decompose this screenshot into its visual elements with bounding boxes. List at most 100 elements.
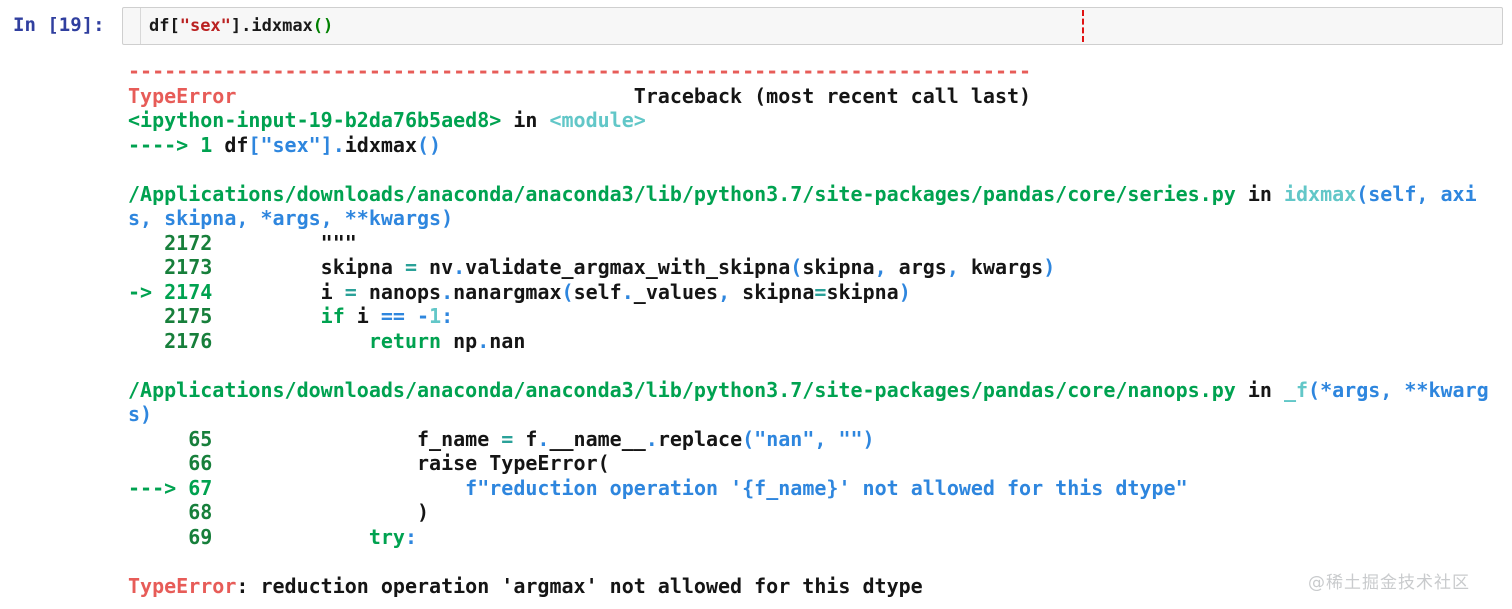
column-ruler-dashed-line [1082, 10, 1084, 42]
traceback-token: -> 2174 [128, 279, 213, 304]
traceback-token: - [417, 304, 430, 328]
traceback-token: nv [417, 255, 454, 279]
blank-line [128, 353, 1489, 378]
traceback-token: if [320, 304, 345, 328]
traceback-token: """ [212, 230, 357, 255]
traceback-token: skipna [826, 279, 899, 304]
traceback-token: __name__ [549, 426, 646, 451]
traceback-token: Traceback (most recent call last) [236, 83, 1032, 108]
traceback-token: i [212, 279, 345, 304]
traceback-token: ----> 1 [128, 132, 225, 157]
traceback-token: 2172 [128, 230, 213, 255]
traceback-token: ( [561, 279, 574, 304]
traceback-token: args [886, 255, 947, 279]
traceback-token [405, 304, 417, 328]
code-line-2172: 2172 """ [128, 231, 1489, 256]
frame-ipython-input: <ipython-input-19-b2da76b5aed8> in <modu… [128, 108, 1489, 133]
traceback-token: ( [790, 255, 803, 279]
traceback-token: idxmax [1283, 181, 1357, 206]
code-line-65: 65 f_name = f.__name__.replace("nan", ""… [128, 427, 1489, 452]
traceback-token: : [404, 524, 418, 549]
code-line-2176: 2176 return np.nan [128, 329, 1489, 354]
traceback-token: nanops [356, 279, 442, 304]
blank-line [128, 549, 1489, 574]
traceback-token: . [537, 426, 550, 451]
traceback-token: 2175 [128, 304, 213, 328]
traceback-token: 69 [128, 524, 213, 549]
code-token: "sex" [179, 16, 231, 36]
traceback-token: <ipython-input-19-b2da76b5aed8> [128, 108, 502, 132]
traceback-token: replace [657, 426, 743, 451]
traceback-token: kwargs [958, 255, 1044, 279]
traceback-token: nanargmax [453, 279, 562, 304]
traceback-token: s, skipna, *args, **kwargs) [128, 206, 454, 230]
traceback-token: df [224, 132, 249, 157]
traceback-token: 2176 [128, 328, 213, 353]
traceback-token: = [404, 255, 417, 279]
traceback-token: return [368, 328, 442, 353]
traceback-token: ["sex"]. [248, 132, 345, 157]
traceback-token: ) [212, 500, 430, 524]
error-header: TypeError Traceback (most recent call la… [128, 84, 1489, 109]
code-line-2173: 2173 skipna = nv.validate_argmax_with_sk… [128, 255, 1489, 280]
traceback-token: ----------------------------------------… [128, 59, 1032, 83]
watermark-text: @稀土掘金技术社区 [1308, 573, 1470, 593]
frame-series-py-wrap: s, skipna, *args, **kwargs) [128, 206, 1489, 231]
final-error-line: TypeError: reduction operation 'argmax' … [128, 574, 1489, 599]
traceback-token [212, 304, 320, 328]
traceback-token [212, 476, 465, 500]
traceback-token: raise TypeError( [212, 451, 610, 475]
traceback-token: . [477, 328, 490, 353]
traceback-token: validate_argmax_with_skipna [465, 255, 791, 279]
traceback-token: == [380, 304, 405, 328]
traceback-token: ) [1043, 255, 1056, 279]
traceback-token [212, 525, 369, 549]
code-token: () [312, 16, 334, 36]
traceback-token: = [814, 279, 827, 304]
traceback-token: f"reduction operation '{f_name}' not all… [465, 475, 1188, 500]
traceback-token: (*args, **kwarg [1308, 377, 1489, 402]
traceback-token: . [453, 255, 466, 279]
code-input-cell[interactable]: df["sex"].idxmax() [122, 7, 1503, 45]
code-line-2175: 2175 if i == -1: [128, 304, 1489, 329]
traceback-token: f [513, 426, 538, 451]
traceback-token: ---> 67 [128, 475, 213, 500]
traceback-token: . [645, 426, 658, 451]
traceback-token: ) [898, 279, 911, 304]
traceback-token: 2173 [128, 255, 213, 279]
traceback-token: np [441, 328, 478, 353]
traceback-token: /Applications/downloads/anaconda/anacond… [128, 181, 1236, 206]
traceback-token: in [501, 108, 550, 132]
traceback-token: _values [633, 279, 719, 304]
frame-nanops-py-wrap: s) [128, 402, 1489, 427]
input-code-line[interactable]: df["sex"].idxmax() [149, 8, 333, 44]
blank-line [128, 157, 1489, 182]
traceback-token: . [621, 279, 634, 304]
traceback-token: idxmax [344, 132, 417, 157]
traceback-token: , [874, 255, 887, 279]
code-line-67-arrow: ---> 67 f"reduction operation '{f_name}'… [128, 476, 1489, 501]
traceback-token: in [1235, 377, 1284, 402]
code-token: df[ [149, 16, 180, 36]
code-token: ].idxmax [230, 16, 313, 36]
traceback-token: (self, axi [1356, 181, 1477, 206]
traceback-token: TypeError [128, 573, 237, 598]
code-line-66: 66 raise TypeError( [128, 451, 1489, 476]
traceback-token: : reduction operation 'argmax' not allow… [236, 573, 923, 598]
traceback-token: s) [128, 402, 153, 426]
traceback-token: skipna [212, 255, 405, 279]
frame-nanops-py: /Applications/downloads/anaconda/anacond… [128, 378, 1489, 403]
traceback-token: nan [489, 328, 526, 353]
code-line-68: 68 ) [128, 500, 1489, 525]
traceback-token: try [368, 524, 405, 549]
traceback-token: 1 [429, 304, 442, 328]
traceback-token: TypeError [128, 83, 237, 108]
traceback-token: i [344, 304, 381, 328]
traceback-token: 68 [128, 500, 213, 524]
traceback-token: in [1235, 181, 1284, 206]
error-traceback-output: ----------------------------------------… [128, 59, 1489, 598]
traceback-token: /Applications/downloads/anaconda/anacond… [128, 377, 1236, 402]
traceback-token: skipna [730, 279, 815, 304]
traceback-token: 65 [128, 426, 213, 451]
traceback-token: skipna [802, 255, 875, 279]
